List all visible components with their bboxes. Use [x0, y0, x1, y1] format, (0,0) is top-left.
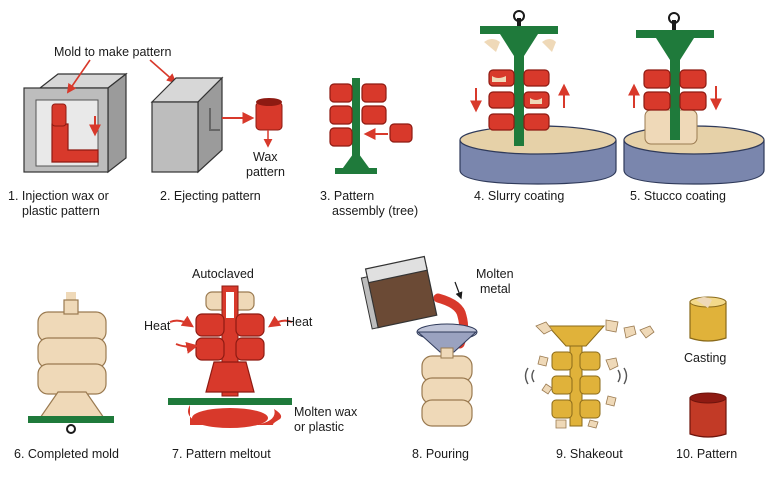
- casting-part: [689, 301, 727, 342]
- label-wax-pattern-1: Wax: [253, 150, 278, 164]
- caption-step9: 9. Shakeout: [556, 447, 623, 461]
- caption-step3-line1: 3. Pattern: [320, 189, 374, 203]
- label-casting: Casting: [684, 351, 726, 365]
- callout-arrow-mold-2: [149, 59, 177, 84]
- step8-illustration: [360, 255, 478, 427]
- step2-illustration: [150, 76, 283, 174]
- step10-illustration: [689, 296, 727, 438]
- caption-step2: 2. Ejecting pattern: [160, 189, 261, 203]
- step4-illustration: [459, 10, 617, 185]
- step3-illustration: [329, 78, 413, 174]
- caption-step8: 8. Pouring: [412, 447, 469, 461]
- caption-step4: 4. Slurry coating: [474, 189, 564, 203]
- step9-illustration: [524, 319, 655, 429]
- caption-step6: 6. Completed mold: [14, 447, 119, 461]
- callout-arrow-mold-1: [66, 59, 91, 94]
- label-molten-metal-1: Molten: [476, 267, 514, 281]
- label-molten-metal-2: metal: [480, 282, 511, 296]
- caption-step1-line2: plastic pattern: [22, 204, 100, 218]
- caption-step1-line1: 1. Injection wax or: [8, 189, 109, 203]
- label-autoclaved: Autoclaved: [192, 267, 254, 281]
- wax-pattern-part: [689, 397, 727, 438]
- label-molten-wax-1: Molten wax: [294, 405, 358, 419]
- caption-step10: 10. Pattern: [676, 447, 737, 461]
- label-heat-right: Heat: [286, 315, 313, 329]
- wax-pattern-in-mold: [51, 123, 99, 163]
- step7-illustration: [168, 285, 293, 428]
- caption-step5: 5. Stucco coating: [630, 189, 726, 203]
- step6-illustration: [28, 292, 114, 434]
- caption-step7: 7. Pattern meltout: [172, 447, 271, 461]
- label-molten-wax-2: or plastic: [294, 420, 344, 434]
- step1-illustration: [23, 72, 128, 174]
- label-wax-pattern-2: pattern: [246, 165, 285, 179]
- ejected-wax-pattern: [255, 101, 283, 131]
- label-heat-left: Heat: [144, 319, 171, 333]
- caption-step3-line2: assembly (tree): [332, 204, 418, 218]
- label-mold-to-make-pattern: Mold to make pattern: [54, 45, 171, 59]
- step5-illustration: [623, 12, 765, 185]
